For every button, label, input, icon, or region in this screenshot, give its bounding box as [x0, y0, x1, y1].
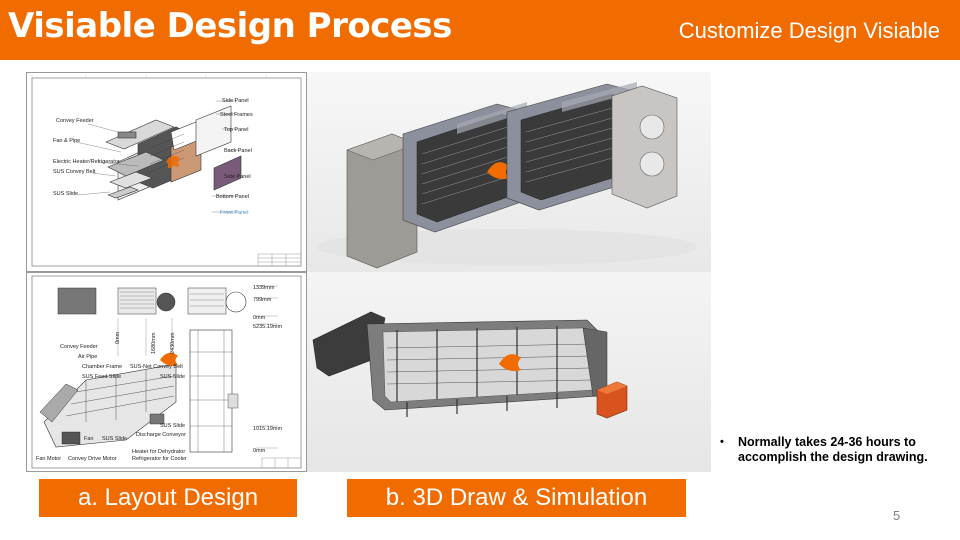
- layout-drawing-dimensions-svg: 1339mm 799mm 0mm 5235.19mm 1015.19mm 0mm…: [26, 272, 307, 472]
- part-label-back-panel: Back Panel: [224, 148, 252, 154]
- dim-0-c: 0mm: [115, 331, 121, 344]
- page-title: Visiable Design Process: [8, 6, 452, 46]
- layout-drawing-exploded: Convey Feeder Fan & Pipe Electric Heater…: [26, 72, 307, 272]
- dim-0-b: 0mm: [253, 448, 266, 454]
- page-number: 5: [893, 508, 901, 523]
- part-label-sus-slide: SUS Slide: [53, 191, 78, 197]
- part-label-front-panel: Front Panel: [220, 210, 248, 216]
- bullet-icon: •: [720, 436, 724, 448]
- page-subtitle: Customize Design Visiable: [678, 18, 940, 43]
- part-label-sus-convey-belt: SUS Convey Belt: [53, 169, 96, 175]
- label-air-pipe: Air Pipe: [78, 354, 97, 360]
- label-convey-feeder: Convey Feeder: [60, 344, 98, 350]
- label-refrigerator-cooler: Refrigerator for Cooler: [132, 456, 187, 462]
- part-label-steel-frames: Steel Frames: [220, 112, 253, 118]
- design-time-note: • Normally takes 24-36 hours to accompli…: [720, 435, 935, 465]
- label-sus-feed-slide: SUS Feed Slide: [82, 374, 121, 380]
- dim-0-a: 0mm: [253, 315, 266, 321]
- label-sus-net-convey-belt: SUS-Net Convey Belt: [130, 364, 183, 370]
- part-label-bottom-panel: Bottom Panel: [216, 194, 249, 200]
- design-time-text: Normally takes 24-36 hours to accomplish…: [738, 435, 928, 464]
- label-sus-slide-1: SUS Slide: [160, 374, 185, 380]
- render-3d-conveyor-svg: [307, 272, 711, 472]
- caption-layout-design: a. Layout Design: [39, 479, 297, 517]
- part-label-side-panel-2: Side Panel: [224, 174, 251, 180]
- header-bar: Visiable Design Process Customize Design…: [0, 0, 960, 60]
- part-label-fan-pipe: Fan & Pipe: [53, 138, 80, 144]
- render-3d-chambers-svg: [307, 72, 711, 272]
- dim-1015: 1015.19mm: [253, 426, 282, 432]
- part-label-side-panel: Side Panel: [222, 98, 249, 104]
- label-fan-motor: Fan Motor: [36, 456, 61, 462]
- caption-3d-draw-simulation: b. 3D Draw & Simulation: [347, 479, 686, 517]
- layout-drawing-dimensions: 1339mm 799mm 0mm 5235.19mm 1015.19mm 0mm…: [26, 272, 307, 472]
- dim-5235: 5235.19mm: [253, 324, 282, 330]
- label-sus-slide-2: SUS Slide: [102, 436, 127, 442]
- dim-1339: 1339mm: [253, 285, 275, 291]
- label-fan: Fan: [84, 436, 93, 442]
- label-discharge-conveyor: Discharge Conveyor: [136, 432, 186, 438]
- label-sus-slide-3: SUS Slide: [160, 423, 185, 429]
- part-label-heater: Electric Heater/Refrigerator: [53, 159, 120, 165]
- part-label-convey-feeder: Convey Feeder: [56, 118, 94, 124]
- layout-drawing-exploded-svg: Convey Feeder Fan & Pipe Electric Heater…: [26, 72, 307, 272]
- part-label-top-panel: Top Panel: [224, 127, 248, 133]
- label-chamber-frame: Chamber Frame: [82, 364, 122, 370]
- dim-799: 799mm: [253, 297, 272, 303]
- label-heater-dehydrator: Heater for Dehydrator: [132, 449, 185, 455]
- dim-2430: 2430mm: [170, 332, 176, 354]
- dim-1680: 1680mm: [151, 332, 157, 354]
- render-3d-chambers: [307, 72, 711, 272]
- render-3d-conveyor: [307, 272, 711, 472]
- label-convey-drive-motor: Convey Drive Motor: [68, 456, 117, 462]
